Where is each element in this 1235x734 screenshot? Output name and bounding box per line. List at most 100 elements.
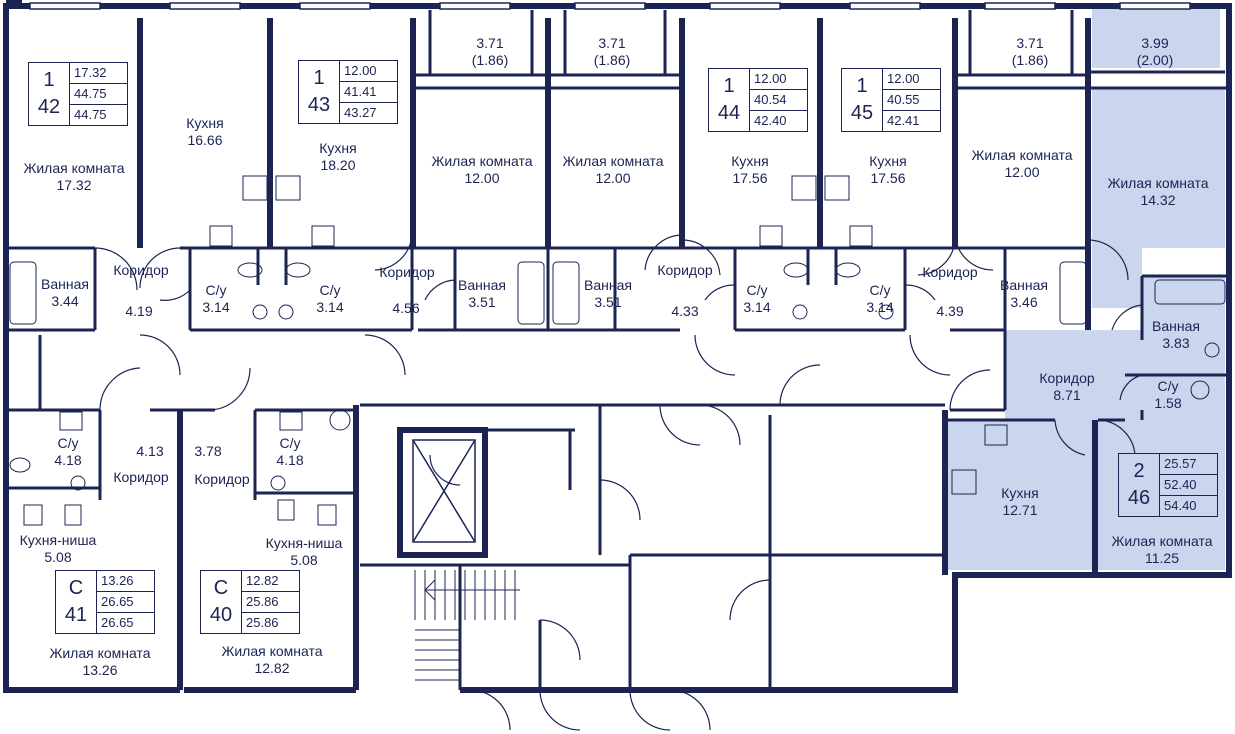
apartment-area-value: 25.86 [242, 592, 299, 613]
apartment-number: 46 [1127, 487, 1151, 509]
apartment-area-value: 12.00 [883, 69, 940, 90]
apartment-area-value: 42.41 [887, 113, 920, 128]
apartment-area-value: 42.40 [754, 113, 787, 128]
elevator-shaft [412, 439, 476, 543]
apartment-number: 43 [307, 94, 331, 116]
room-label: Коридор [194, 471, 250, 487]
apartment-number: 40 [209, 604, 233, 626]
apartment-area-value: 25.86 [246, 615, 279, 630]
apartment-room-count: 1 [723, 75, 735, 97]
outer-walls [3, 0, 1232, 693]
apartment-number: 45 [850, 102, 874, 124]
room-label: Коридор [379, 264, 435, 280]
room-label: 4.13 [136, 443, 164, 459]
apartment-area-value: 12.82 [242, 571, 299, 592]
apartment-room-count: 2 [1133, 460, 1145, 482]
balcony-walls [413, 10, 1229, 90]
apartment-room-count: 1 [43, 69, 55, 91]
top-facade [6, 2, 1229, 10]
apartment-room-count: 1 [313, 67, 325, 89]
apartment-area-value: 17.32 [70, 63, 127, 84]
apartment-area-value: 40.54 [750, 90, 807, 111]
apartment-area-value: 52.40 [1160, 475, 1217, 496]
apartment-area-value: 40.55 [883, 90, 940, 111]
apartment-area-value: 26.65 [101, 615, 134, 630]
room-label: 3.99(2.00) [1136, 35, 1174, 68]
apartment-room-count: С [68, 577, 84, 599]
apartment-area-value: 13.26 [97, 571, 154, 592]
room-label: 3.71(1.86) [471, 35, 509, 68]
room-label: Коридор [922, 264, 978, 280]
room-label: 4.19 [125, 303, 153, 319]
apartment-number: 44 [717, 102, 741, 124]
apartment-area-value: 43.27 [344, 105, 377, 120]
staircase [414, 570, 520, 681]
door-arcs [94, 234, 1143, 731]
room-label: Коридор [113, 262, 169, 278]
apartment-area-value: 12.00 [750, 69, 807, 90]
apartment-area-value: 44.75 [74, 107, 107, 122]
apartment-area-value: 12.00 [340, 61, 397, 82]
room-label: Коридор [113, 469, 169, 485]
apartment-area-value: 26.65 [97, 592, 154, 613]
kitchen-stoves [242, 175, 977, 495]
room-label: 4.39 [936, 303, 964, 319]
apartment-area-value: 25.57 [1160, 454, 1217, 475]
apartment-room-count: 1 [856, 75, 868, 97]
room-label: 3.71(1.86) [1011, 35, 1049, 68]
room-label: 3.71(1.86) [593, 35, 631, 68]
room-label: Коридор [657, 262, 713, 278]
apartment-area-value: 41.41 [340, 82, 397, 103]
apartment-area-value: 54.40 [1164, 498, 1197, 513]
apartment-number: 41 [64, 604, 88, 626]
room-label: 4.33 [671, 303, 699, 319]
apartment-room-count: С [213, 577, 229, 599]
room-label: 3.78 [194, 443, 222, 459]
apartment-area-value: 44.75 [70, 84, 127, 105]
bath-fixtures [9, 225, 1226, 526]
room-label: 4.56 [392, 300, 420, 316]
